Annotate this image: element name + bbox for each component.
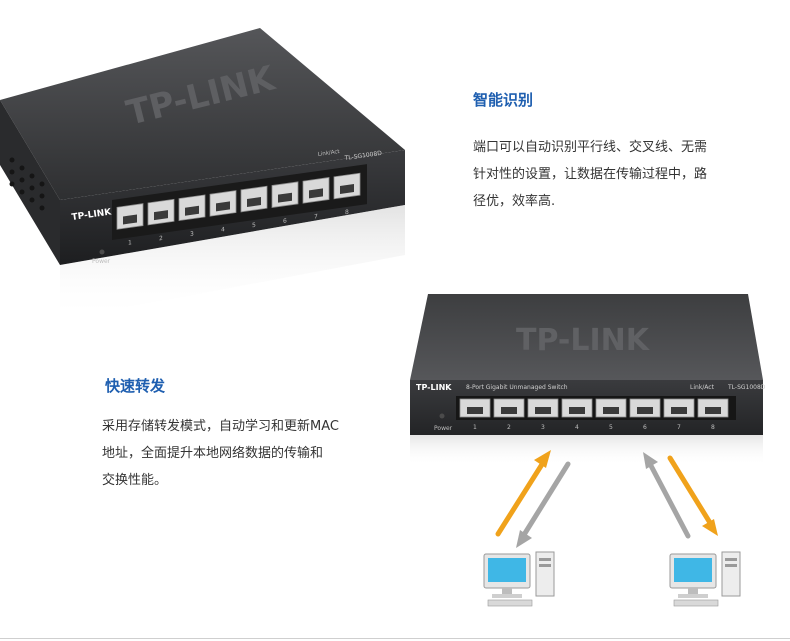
port-number-label: 1 bbox=[473, 424, 477, 431]
port-number-label: 3 bbox=[541, 424, 545, 431]
port-number-label: 4 bbox=[575, 424, 579, 431]
switch-front-description: 8-Port Gigabit Unmanaged Switch bbox=[466, 384, 568, 391]
switch-vent-holes bbox=[9, 157, 45, 211]
switch-front-led-label: Link/Act bbox=[317, 149, 340, 158]
feature-desc-line: 采用存储转发模式，自动学习和更新MAC bbox=[102, 419, 339, 434]
power-led-icon bbox=[99, 249, 105, 255]
feature-desc-fast-forwarding: 采用存储转发模式，自动学习和更新MAC 地址，全面提升本地网络数据的传输和 交换… bbox=[102, 413, 382, 494]
feature-desc-line: 径优，效率高. bbox=[473, 194, 556, 209]
port-number-label: 4 bbox=[221, 226, 225, 234]
switch-top-face bbox=[410, 294, 763, 380]
feature-title-fast-forwarding: 快速转发 bbox=[105, 377, 166, 395]
switch-port-group: 1 2 3 4 5 6 7 8 bbox=[456, 396, 736, 431]
feature-desc-line: 交换性能。 bbox=[102, 473, 168, 488]
switch-front-led-label: Link/Act bbox=[690, 384, 715, 391]
feature-desc-smart-recognition: 端口可以自动识别平行线、交叉线、无需 针对性的设置，让数据在传输过程中，路 径优… bbox=[473, 134, 753, 215]
port-number-label: 1 bbox=[128, 239, 132, 247]
bottom-divider bbox=[0, 638, 790, 639]
switch-top-face bbox=[0, 28, 405, 200]
port-number-label: 6 bbox=[643, 424, 647, 431]
feature-title-smart-recognition: 智能识别 bbox=[473, 91, 534, 109]
port-number-label: 3 bbox=[190, 231, 194, 239]
feature-desc-line: 地址，全面提升本地网络数据的传输和 bbox=[102, 446, 324, 461]
power-led-icon bbox=[439, 413, 445, 419]
switch-reflection bbox=[410, 435, 763, 465]
port-number-label: 6 bbox=[283, 217, 287, 225]
switch-reflection bbox=[60, 205, 405, 320]
port-number-label: 5 bbox=[609, 424, 613, 431]
port-number-label: 8 bbox=[345, 209, 349, 217]
computer-left-icon bbox=[483, 551, 555, 607]
data-flow-arrows-right bbox=[643, 452, 718, 539]
switch-front-model: TL-SG1008D bbox=[727, 384, 766, 391]
feature-desc-line: 端口可以自动识别平行线、交叉线、无需 bbox=[473, 140, 708, 155]
switch-top-logo: TP-LINK bbox=[516, 323, 651, 358]
switch-port-group: 1 2 3 4 5 6 7 8 bbox=[112, 164, 367, 247]
port-number-label: 2 bbox=[159, 235, 163, 243]
data-flow-arrows-left bbox=[495, 450, 571, 548]
port-number-label: 8 bbox=[711, 424, 715, 431]
port-number-label: 7 bbox=[314, 213, 318, 221]
port-number-label: 5 bbox=[252, 222, 256, 230]
feature-desc-line: 针对性的设置，让数据在传输过程中，路 bbox=[473, 167, 708, 182]
switch-product-image-top: TP-LINK TP-LINK 8-Port Gigabit Unmanaged… bbox=[0, 28, 405, 320]
port-number-label: 2 bbox=[507, 424, 511, 431]
port-number-label: 7 bbox=[677, 424, 681, 431]
switch-front-brand: TP-LINK bbox=[416, 383, 452, 392]
computer-right-icon bbox=[669, 551, 741, 607]
switch-product-image-front: TP-LINK TP-LINK 8-Port Gigabit Unmanaged… bbox=[410, 294, 766, 607]
switch-power-label: Power bbox=[92, 258, 111, 265]
switch-left-side bbox=[0, 100, 60, 265]
switch-power-label: Power bbox=[434, 425, 453, 432]
